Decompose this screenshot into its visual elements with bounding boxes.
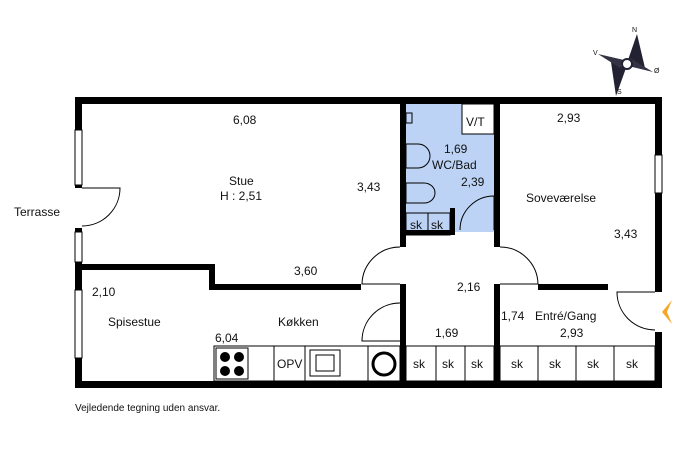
stue-depth: 3,43: [357, 180, 381, 194]
compass-v: V: [593, 50, 598, 57]
window-stue-2: [74, 231, 83, 263]
terrasse-label: Terrasse: [14, 205, 60, 219]
disclaimer: Vejledende tegning uden ansvar.: [75, 403, 220, 414]
vt-label: V/T: [466, 115, 485, 129]
walls: [75, 97, 662, 388]
wc-area-b: 2,39: [461, 175, 485, 189]
compass-rose-icon: [598, 34, 653, 96]
entre-dim-b: 2,93: [560, 326, 584, 340]
door-bad[interactable]: [459, 195, 495, 231]
spisestue-name: Spisestue: [108, 315, 161, 329]
storage-label: sk: [471, 357, 484, 371]
door-stue[interactable]: [361, 246, 401, 285]
storage-label: sk: [587, 357, 600, 371]
kitchen-counter: [213, 345, 401, 382]
entrance-door-opening: [655, 292, 662, 332]
window-sovevaerelse: [654, 154, 663, 194]
storage-label: sk: [549, 357, 562, 371]
opv-label: OPV: [277, 357, 302, 371]
entre-dim-a: 1,74: [501, 309, 525, 323]
entre-name: Entré/Gang: [535, 309, 596, 323]
wc-name: WC/Bad: [432, 158, 477, 172]
storage-label: sk: [442, 357, 455, 371]
gang-dim-a: 2,16: [457, 280, 481, 294]
sovevaerelse-depth: 3,43: [614, 227, 638, 241]
sink-icon: [405, 143, 431, 169]
stue-name: Stue: [229, 174, 254, 188]
stue-height: H : 2,51: [220, 189, 262, 203]
compass-s: S: [617, 89, 622, 96]
terrace-door[interactable]: [81, 187, 121, 227]
door-sovevaerelse[interactable]: [499, 246, 539, 285]
compass-n: N: [632, 27, 637, 34]
storage-closets: [405, 212, 656, 382]
shower-icon: [405, 112, 413, 124]
entrance-arrow-icon: [662, 300, 672, 324]
stove-icon: [220, 352, 244, 376]
door-kokken[interactable]: [361, 302, 401, 342]
wc-area-a: 1,69: [444, 142, 468, 156]
storage-label: sk: [626, 357, 639, 371]
stue-inner-dim: 3,60: [294, 264, 318, 278]
compass-o: Ø: [654, 68, 660, 75]
stue-width: 6,08: [233, 113, 257, 127]
storage-label: sk: [431, 218, 444, 232]
kokken-name: Køkken: [278, 315, 319, 329]
storage-label: sk: [410, 218, 423, 232]
entrance-door[interactable]: [616, 291, 656, 331]
vt-cabinet: [461, 103, 495, 135]
window-stue: [74, 129, 83, 186]
sovevaerelse-name: Soveværelse: [526, 191, 596, 205]
storage-label: sk: [511, 357, 524, 371]
terrace-door-opening: [75, 188, 82, 228]
window-spisestue: [74, 289, 83, 359]
spisestue-dim: 2,10: [92, 285, 116, 299]
sovevaerelse-width: 2,93: [557, 111, 581, 125]
kokken-width: 6,04: [215, 331, 239, 345]
fan-icon: [371, 351, 397, 377]
gang-dim-b: 1,69: [435, 326, 459, 340]
kitchen-sink-icon: [309, 349, 341, 377]
toilet-icon: [405, 182, 436, 204]
storage-label: sk: [413, 357, 426, 371]
